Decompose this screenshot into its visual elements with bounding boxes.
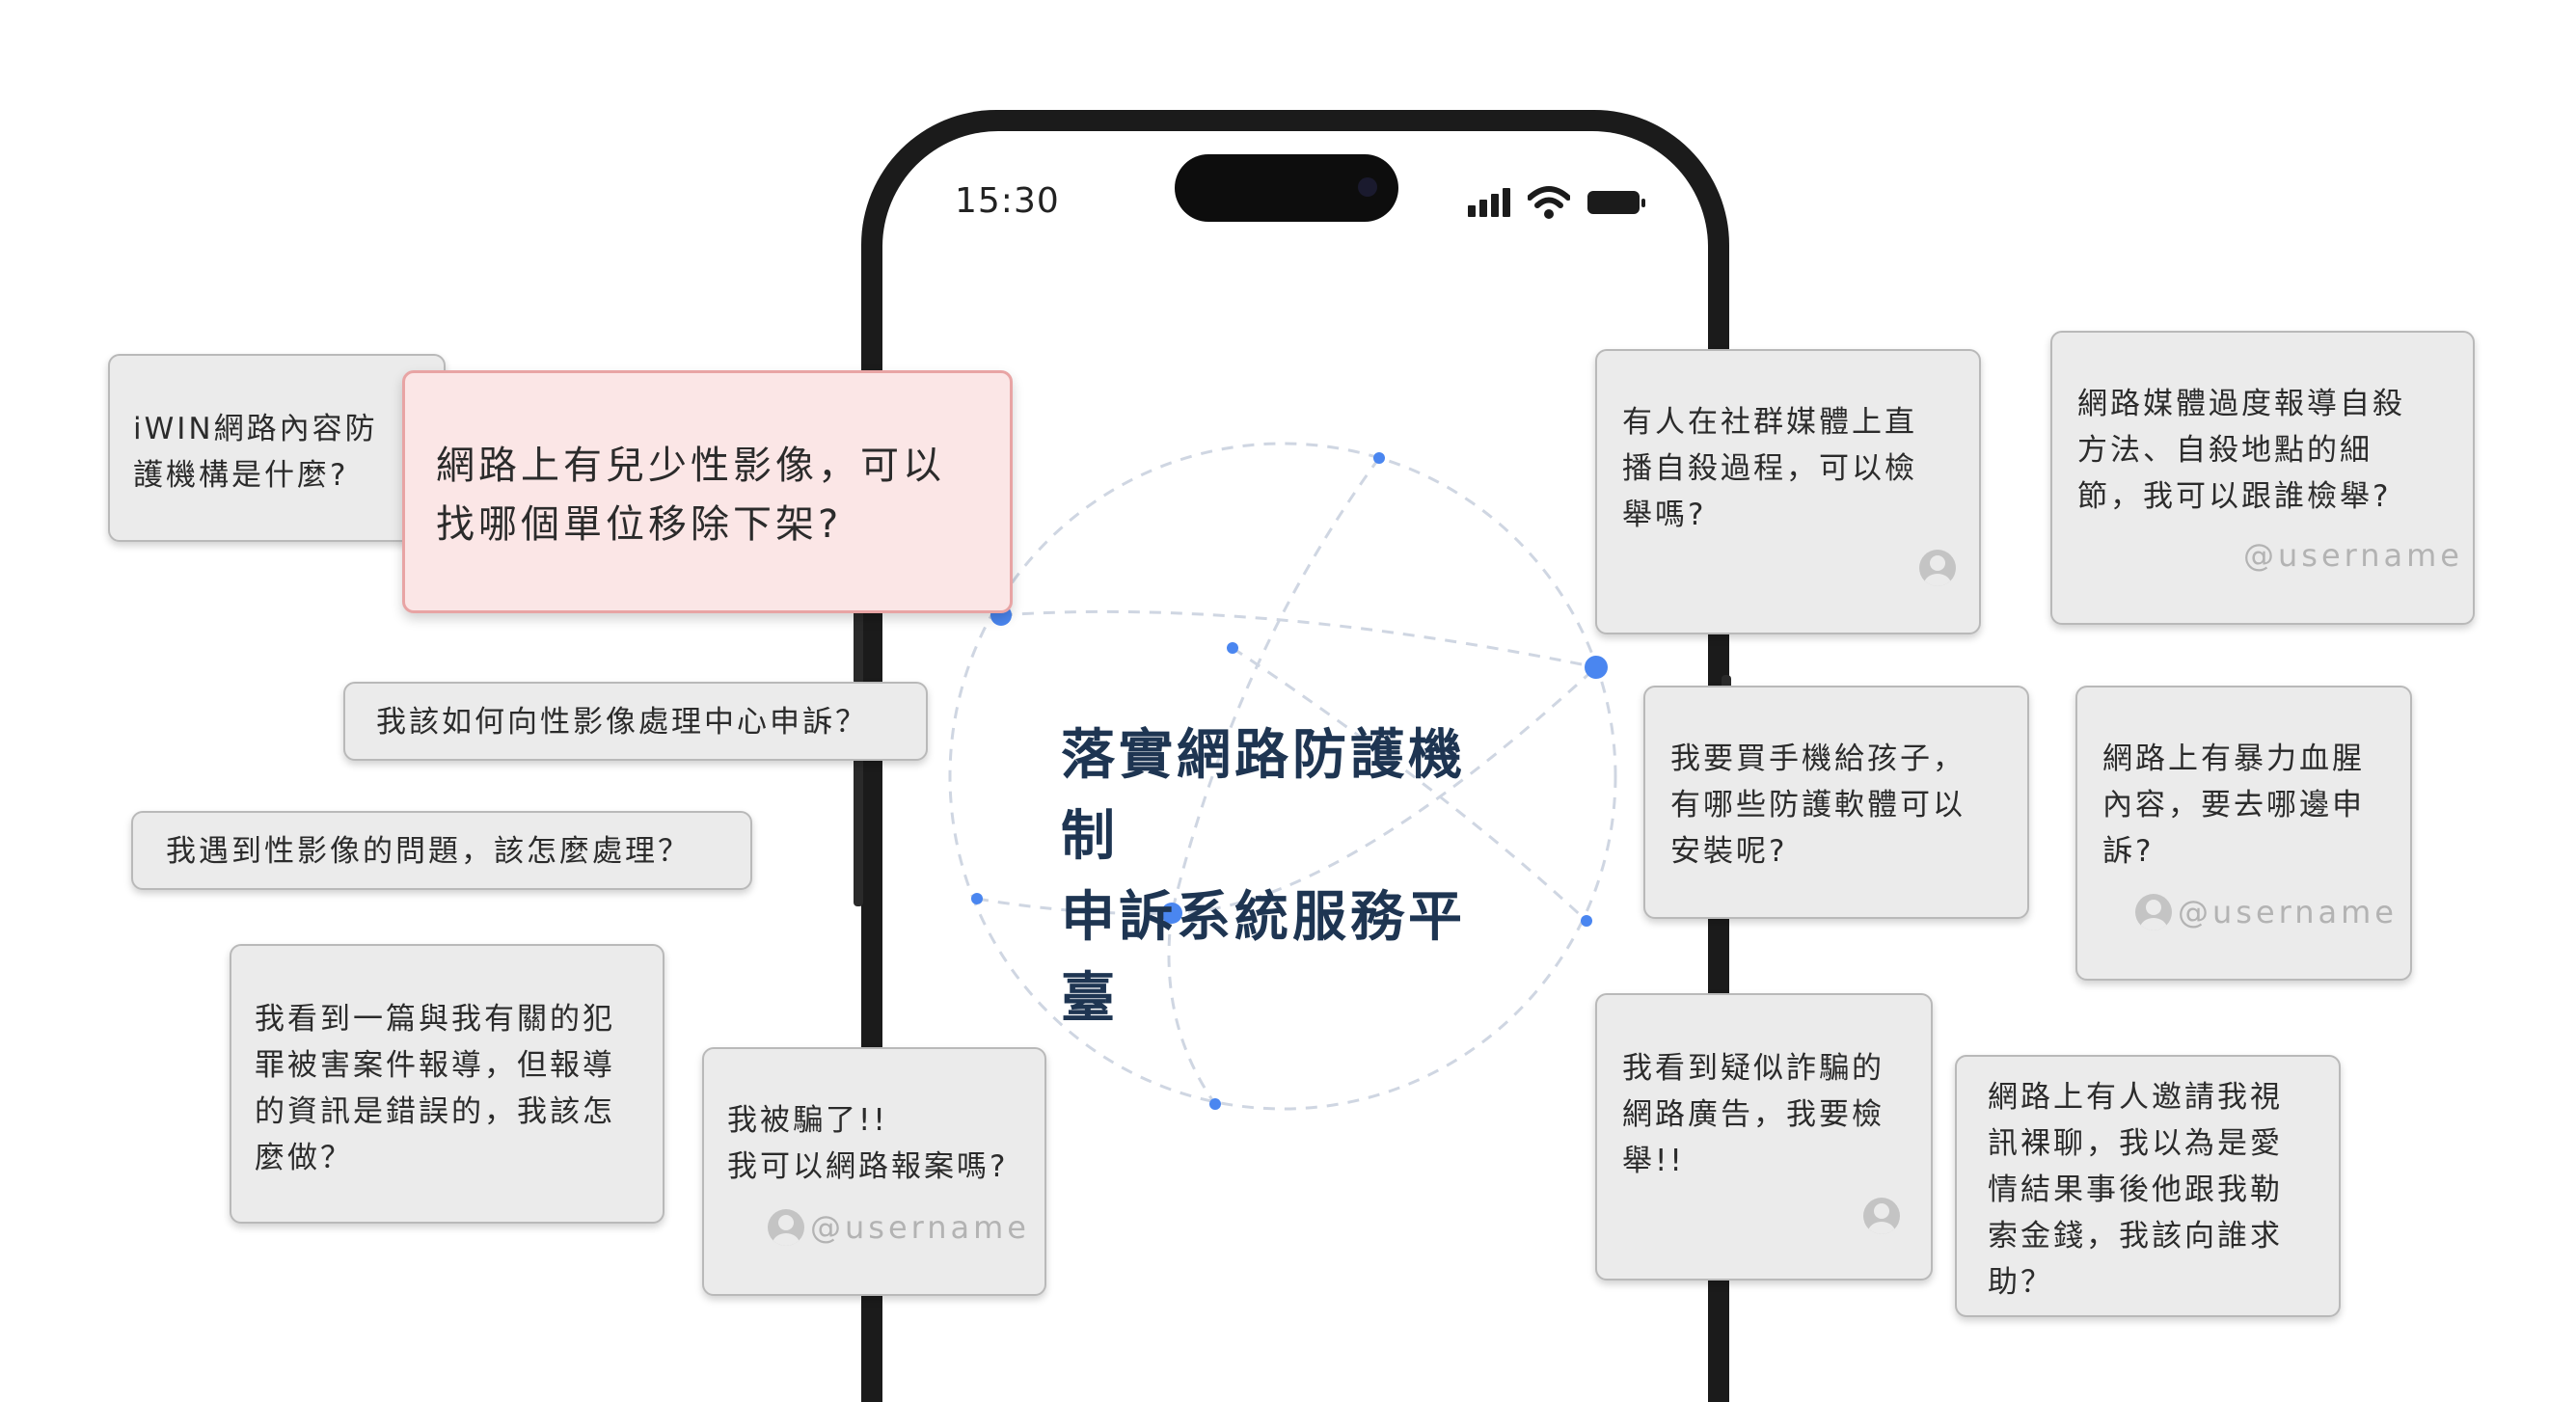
question-card-iwin[interactable]: iWIN網路內容防 護機構是什麼? — [108, 354, 446, 542]
question-text: 我遇到性影像的問題，該怎麼處理？ — [166, 834, 691, 869]
dynamic-island — [1175, 154, 1398, 222]
question-card-suicide-live[interactable]: 有人在社群媒體上直 播自殺過程，可以檢 舉嗎? — [1595, 349, 1981, 634]
question-text: 網路媒體過度報導自殺 方法、自殺地點的細 節，我可以跟誰檢舉? — [2077, 387, 2405, 514]
question-card-child-images[interactable]: 網路上有兒少性影像，可以 找哪個單位移除下架? — [402, 370, 1013, 613]
network-node — [1161, 903, 1182, 924]
question-text: 網路上有暴力血腥 內容，要去哪邊申 訴? — [2102, 741, 2365, 869]
question-text: 我要買手機給孩子， 有哪些防護軟體可以 安裝呢? — [1670, 741, 1966, 869]
status-icons — [1468, 185, 1645, 220]
question-card-phone-protection[interactable]: 我要買手機給孩子， 有哪些防護軟體可以 安裝呢? — [1643, 686, 2029, 919]
battery-icon — [1587, 191, 1645, 214]
question-text: 網路上有人邀請我視 訊裸聊，我以為是愛 情結果事後他跟我勒 索金錢，我該向誰求 … — [1988, 1080, 2283, 1300]
question-card-extortion[interactable]: 網路上有人邀請我視 訊裸聊，我以為是愛 情結果事後他跟我勒 索金錢，我該向誰求 … — [1955, 1055, 2341, 1317]
question-text: 我被騙了!! 我可以網路報案嗎? — [727, 1103, 1009, 1184]
question-card-suicide-media[interactable]: 網路媒體過度報導自殺 方法、自殺地點的細 節，我可以跟誰檢舉? @usernam… — [2050, 331, 2475, 625]
question-text: iWIN網路內容防 護機構是什麼? — [133, 412, 378, 493]
network-node — [1209, 1098, 1221, 1110]
network-node — [1373, 452, 1385, 464]
question-text: 有人在社群媒體上直 播自殺過程，可以檢 舉嗎? — [1622, 405, 1917, 532]
question-text: 我看到一篇與我有關的犯 罪被害案件報導，但報導 的資訊是錯誤的，我該怎 麼做？ — [255, 1002, 615, 1175]
cellular-signal-icon — [1468, 188, 1510, 217]
username-tag: @username — [2135, 894, 2398, 930]
question-card-fraud-ad[interactable]: 我看到疑似詐騙的 網路廣告，我要檢 舉!! — [1595, 993, 1933, 1281]
phone-side-button — [854, 742, 863, 906]
username-tag — [1863, 1198, 1900, 1234]
platform-title: 落實網路防護機制 申訴系統服務平臺 — [1061, 715, 1514, 1039]
status-bar-time: 15:30 — [955, 181, 1060, 221]
username-label: @username — [810, 1209, 1030, 1246]
title-line-1: 落實網路防護機制 — [1061, 724, 1466, 868]
username-tag — [1919, 550, 1956, 586]
username-tag: @username — [768, 1209, 1030, 1246]
question-card-sexual-images[interactable]: 我遇到性影像的問題，該怎麼處理？ — [131, 811, 752, 890]
question-card-scammed[interactable]: 我被騙了!! 我可以網路報案嗎? @username — [702, 1047, 1046, 1296]
camera-icon — [1358, 177, 1377, 197]
network-node — [1581, 915, 1592, 927]
username-label: @username — [2178, 894, 2398, 930]
network-node — [971, 893, 983, 904]
question-text: 網路上有兒少性影像，可以 找哪個單位移除下架? — [436, 444, 945, 547]
title-line-2: 申訴系統服務平臺 — [1061, 886, 1466, 1030]
question-card-complain-center[interactable]: 我該如何向性影像處理中心申訴？ — [343, 682, 928, 761]
network-node — [1227, 642, 1238, 654]
username-tag: @username — [2243, 537, 2463, 574]
question-text: 我看到疑似詐騙的 網路廣告，我要檢 舉!! — [1622, 1051, 1885, 1178]
question-text: 我該如何向性影像處理中心申訴？ — [376, 705, 868, 740]
question-card-crime-report[interactable]: 我看到一篇與我有關的犯 罪被害案件報導，但報導 的資訊是錯誤的，我該怎 麼做？ — [230, 944, 664, 1224]
user-avatar-icon — [1863, 1198, 1900, 1234]
question-card-violence[interactable]: 網路上有暴力血腥 內容，要去哪邊申 訴? @username — [2075, 686, 2412, 981]
wifi-icon — [1528, 186, 1570, 219]
network-node — [1585, 656, 1608, 679]
user-avatar-icon — [768, 1209, 804, 1246]
user-avatar-icon — [1919, 550, 1956, 586]
phone-side-button — [854, 598, 863, 685]
user-avatar-icon — [2135, 894, 2172, 930]
username-label: @username — [2243, 537, 2463, 574]
